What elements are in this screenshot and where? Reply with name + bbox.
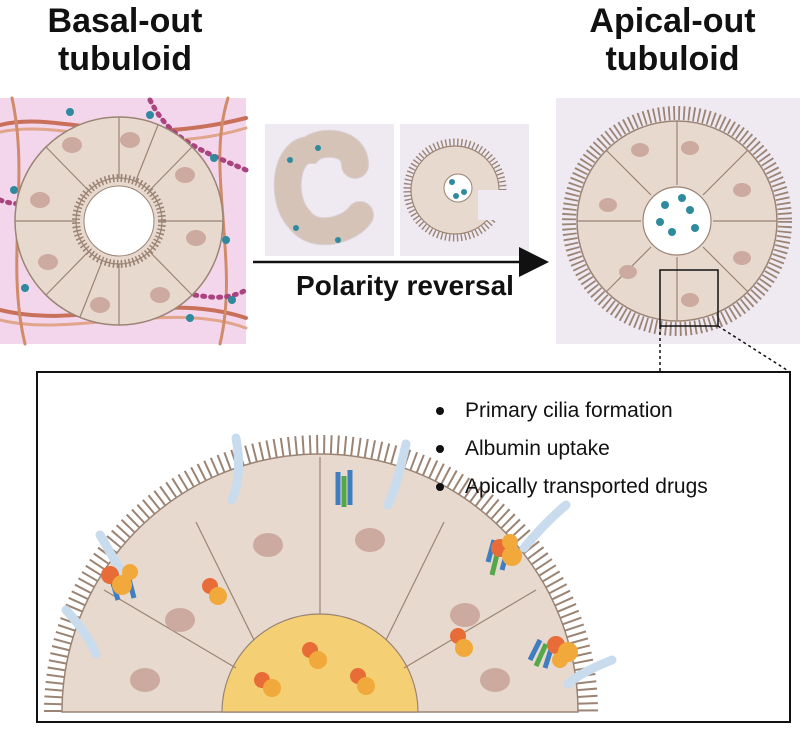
zoom-box bbox=[659, 269, 719, 327]
nuclei bbox=[30, 132, 206, 313]
zoom-inset bbox=[36, 371, 791, 723]
feature-text: Albumin uptake bbox=[465, 437, 610, 460]
bullet-dot bbox=[436, 483, 444, 491]
reversal-stage-2 bbox=[400, 124, 529, 256]
feature-list: Primary cilia formation Albumin uptake A… bbox=[430, 392, 708, 506]
basal-out-panel bbox=[0, 96, 249, 346]
bullet-dot bbox=[436, 407, 444, 415]
feature-item: Apically transported drugs bbox=[430, 468, 708, 506]
bullet-dot bbox=[436, 445, 444, 453]
apical-out-panel bbox=[556, 98, 800, 344]
albumin-receptors bbox=[101, 470, 578, 669]
basal-out-title: Basal-out tubuloid bbox=[47, 2, 203, 78]
feature-text: Apically transported drugs bbox=[465, 475, 708, 498]
feature-text: Primary cilia formation bbox=[465, 399, 673, 422]
feature-item: Albumin uptake bbox=[430, 430, 708, 468]
polarity-reversal-label: Polarity reversal bbox=[296, 270, 514, 301]
reversal-stage-1 bbox=[265, 124, 394, 256]
integrin-markers bbox=[10, 108, 236, 322]
internalized-albumin bbox=[202, 578, 473, 697]
feature-item: Primary cilia formation bbox=[430, 392, 708, 430]
primary-cilia bbox=[61, 433, 617, 689]
cell-walls bbox=[15, 117, 223, 325]
apical-out-title: Apical-out tubuloid bbox=[589, 2, 756, 78]
